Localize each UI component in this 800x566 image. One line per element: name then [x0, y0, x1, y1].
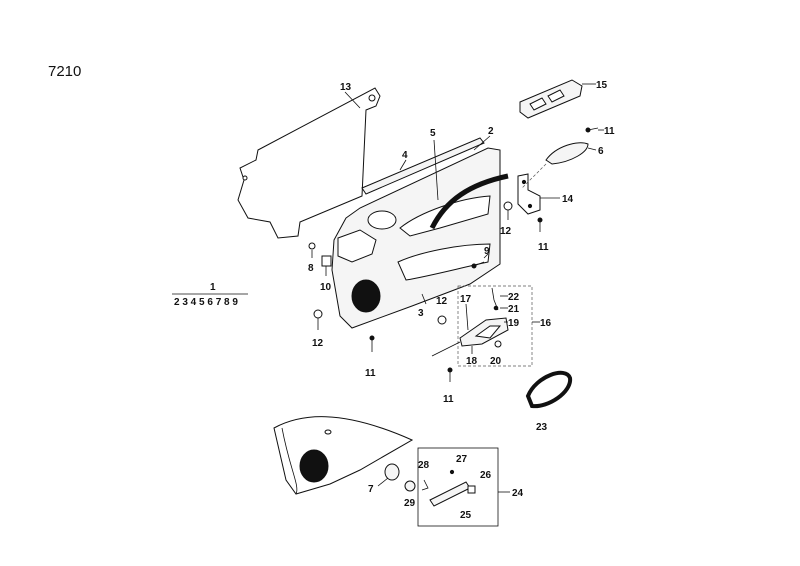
part-28-spring	[421, 479, 429, 491]
callout-12c: 12	[436, 296, 448, 307]
part-17-inner-handle	[459, 317, 509, 347]
callout-6: 6	[598, 146, 604, 157]
callout-4: 4	[402, 150, 408, 161]
callout-10: 10	[320, 282, 332, 293]
leader-2	[473, 135, 491, 151]
callout-7: 7	[368, 484, 374, 495]
callout-1: 1	[210, 282, 216, 293]
callout-16: 16	[540, 318, 552, 329]
leader-7	[377, 477, 389, 487]
part-9-screw	[471, 261, 485, 269]
part-21-22-rod	[491, 287, 499, 311]
callout-20: 20	[490, 356, 502, 367]
callout-8: 8	[308, 263, 314, 274]
callout-11a: 11	[604, 126, 615, 137]
leader-3	[421, 293, 427, 305]
part-12-clip-b	[313, 309, 323, 319]
callout-9: 9	[484, 246, 490, 257]
group-16-box	[457, 285, 533, 367]
part-14-bracket	[517, 173, 541, 215]
part-12-clip-a	[503, 201, 513, 211]
part-5-trim-strip	[429, 173, 509, 230]
callout-23: 23	[536, 422, 548, 433]
part-25-handle-rod	[429, 481, 471, 507]
callout-1-sequence: 2 3 4 5 6 7 8 9	[174, 297, 238, 308]
callout-28: 28	[418, 460, 430, 471]
callout-18: 18	[466, 356, 478, 367]
callout-21: 21	[508, 304, 520, 315]
detail-door-view	[273, 416, 414, 495]
part-11-screw-d	[447, 367, 453, 382]
dash-6-14	[521, 163, 547, 189]
callout-14: 14	[562, 194, 574, 205]
callout-22: 22	[508, 292, 520, 303]
part-27-pin	[449, 469, 455, 475]
part-12-clip-c	[437, 315, 447, 325]
part-11-screw-c	[369, 335, 375, 352]
part-8-clip	[308, 242, 316, 250]
part-11-screw-b	[537, 217, 543, 232]
part-4-weatherstrip	[361, 137, 485, 195]
part-15-window-switch	[519, 79, 583, 119]
callout-11c: 11	[365, 368, 376, 379]
leader-5	[433, 139, 439, 201]
callout-17: 17	[460, 294, 472, 305]
part-13-sealing-film	[237, 87, 381, 239]
callout-2: 2	[488, 126, 494, 137]
leader-4	[399, 159, 407, 171]
callout-25: 25	[460, 510, 472, 521]
callout-24: 24	[512, 488, 524, 499]
callout-27: 27	[456, 454, 468, 465]
leader-11d	[431, 341, 461, 357]
leader-6	[587, 147, 597, 151]
part-6-handle-bezel	[545, 142, 589, 165]
callout-11d: 11	[443, 394, 454, 405]
part-23-escutcheon	[525, 370, 572, 409]
callout-12a: 12	[500, 226, 512, 237]
callout-3: 3	[418, 308, 424, 319]
leader-17	[465, 303, 469, 331]
callout-19: 19	[508, 318, 520, 329]
callout-11b: 11	[538, 242, 549, 253]
leader-13	[344, 91, 361, 109]
callout-12b: 12	[312, 338, 324, 349]
callout-15: 15	[596, 80, 608, 91]
part-26-knob	[467, 485, 476, 494]
callout-13: 13	[340, 82, 352, 93]
group-24-box	[417, 447, 499, 527]
callout-29: 29	[404, 498, 416, 509]
part-3-door-trim-panel	[331, 147, 501, 329]
part-11-screw-a	[585, 127, 599, 133]
leader-9	[483, 253, 489, 259]
callout-26: 26	[480, 470, 492, 481]
part-10-pad	[321, 255, 332, 267]
part-20-clip	[494, 340, 502, 348]
part-7-grommet	[384, 463, 400, 481]
callout-5: 5	[430, 128, 436, 139]
part-29-clip	[404, 480, 416, 492]
diagram-id: 7210	[48, 63, 81, 80]
